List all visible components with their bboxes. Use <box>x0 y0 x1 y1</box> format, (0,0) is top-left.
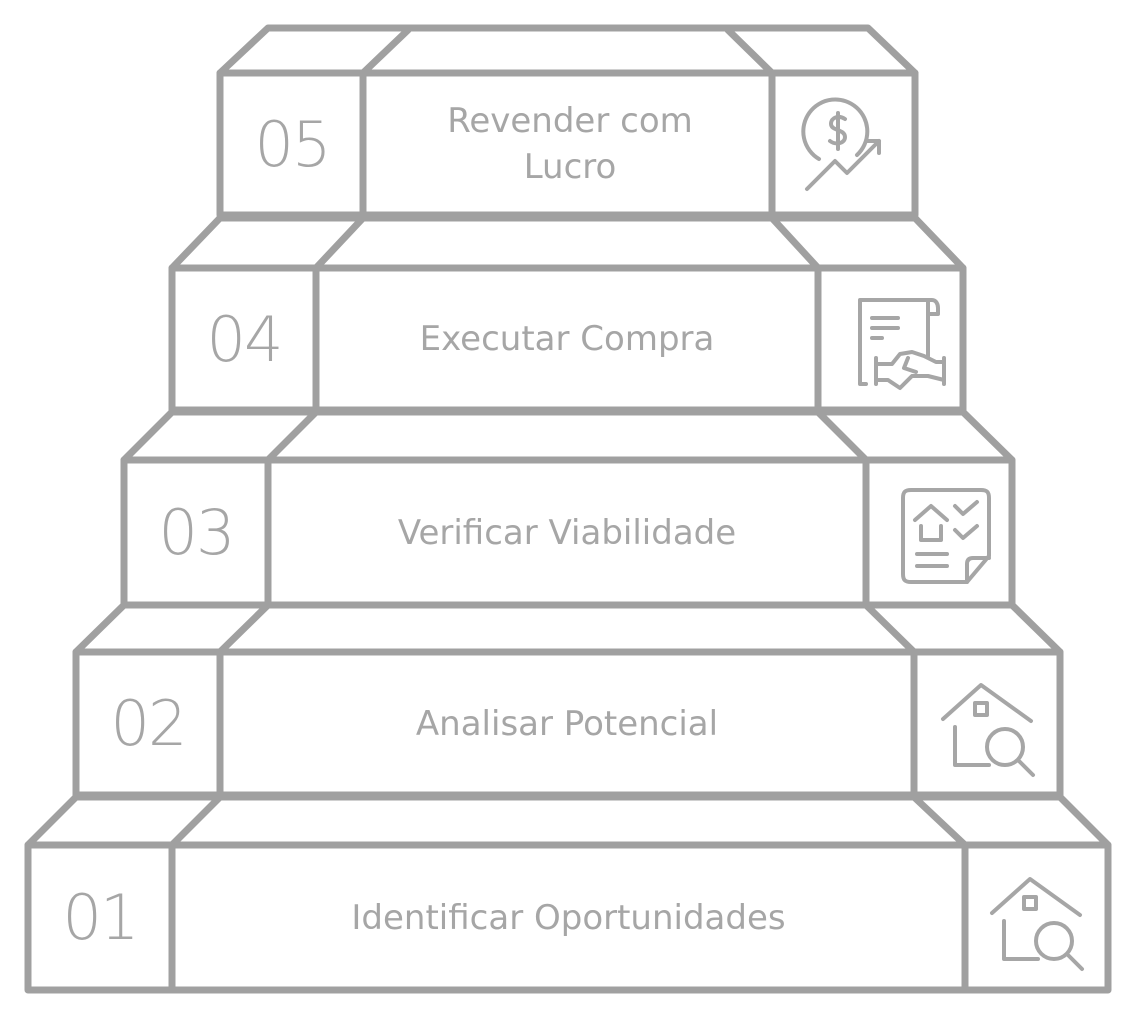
step-3-label: Verificar Viabilidade <box>397 512 737 553</box>
step-5-label: Revender com Lucro <box>447 101 693 187</box>
house-checklist-icon <box>870 463 1009 602</box>
step-4-number: 04 <box>206 302 284 376</box>
step-3-number: 03 <box>158 496 236 569</box>
step-4-label: Executar Compra <box>419 319 715 359</box>
step-2-label: Analisar Potencial <box>415 703 719 744</box>
step-5-number: 05 <box>254 107 332 181</box>
contract-handshake-icon <box>822 271 960 407</box>
dollar-growth-icon <box>776 76 912 212</box>
house-search-icon <box>969 848 1105 987</box>
step-1-label: Identificar Oportunidades <box>351 897 786 938</box>
step-2-number: 02 <box>110 687 188 760</box>
step-1-number: 01 <box>62 881 140 954</box>
house-search-icon <box>918 655 1057 792</box>
